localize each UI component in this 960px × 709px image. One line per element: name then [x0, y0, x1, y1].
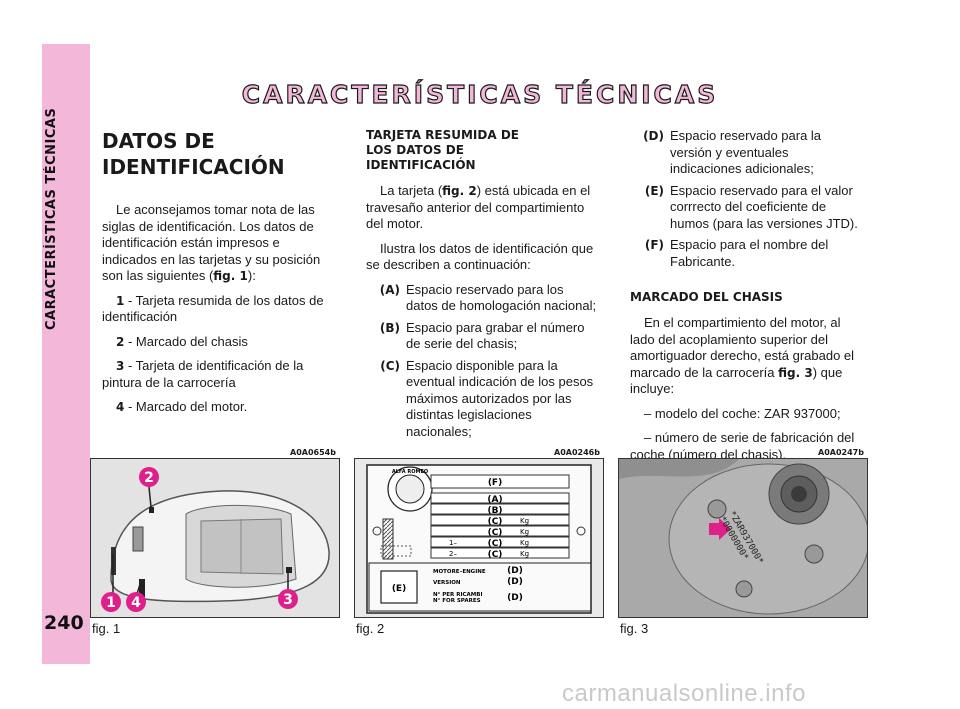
marker-4-circle: [126, 592, 146, 612]
figure-3-chassis-marking: *ZAR937000* *0000000*: [618, 458, 868, 618]
marker-2-label: 2: [144, 470, 154, 486]
marker-1-label: 1: [106, 595, 116, 611]
svg-text:(D): (D): [507, 577, 523, 587]
figure-code: A0A0247b: [818, 448, 864, 457]
marker-3-circle: [278, 589, 298, 609]
chassis-paragraph: En el compartimiento del motor, al lado …: [630, 315, 855, 396]
list-item: 3 - Tarjeta de identificación de la pint…: [102, 358, 304, 390]
list-item: 4 - Marcado del motor.: [116, 399, 248, 414]
svg-text:(D): (D): [507, 566, 523, 576]
figure-1-car-diagram: 2 1 4 3: [90, 458, 340, 618]
svg-text:Kg: Kg: [520, 517, 529, 525]
svg-text:(F): (F): [488, 478, 502, 488]
intro-paragraph: Le aconsejamos tomar nota de las siglas …: [102, 202, 321, 283]
fig-ref: fig. 2: [442, 184, 477, 198]
identification-plate-illustration: ALFA ROMEO (F) (A) (B) (C) (C) (C) (C) K…: [366, 464, 592, 614]
svg-text:(C): (C): [488, 550, 503, 560]
list-item: 2 - Marcado del chasis: [116, 333, 248, 349]
column-chassis: (D)Espacio reservado para la versión y e…: [630, 128, 862, 471]
list-item: (F)Espacio para el nombre del Fabricante…: [644, 237, 829, 269]
svg-text:(C): (C): [488, 539, 503, 549]
svg-text:N° FOR SPARES: N° FOR SPARES: [433, 598, 481, 604]
section-heading-identification: DATOS DE IDENTIFICACIÓN: [102, 129, 285, 179]
svg-text:N° PER RICAMBI: N° PER RICAMBI: [433, 592, 483, 598]
figure-caption: fig. 3: [620, 621, 649, 636]
marker-2-circle: [139, 467, 159, 487]
plate-paragraph: La tarjeta (fig. 2) está ubicada en el t…: [366, 183, 591, 231]
svg-text:(B): (B): [487, 506, 502, 516]
list-item: (B)Espacio para grabar el número de seri…: [379, 319, 585, 352]
figure-caption: fig. 1: [92, 621, 121, 636]
svg-text:(D): (D): [507, 593, 523, 603]
sidebar-band: [42, 44, 90, 664]
svg-text:(A): (A): [487, 495, 502, 505]
fig-ref: fig. 1: [213, 269, 248, 283]
list-item: 1 - Tarjeta resumida de los datos de ide…: [102, 292, 324, 325]
list-item: (D)Espacio reservado para la versión y e…: [643, 128, 822, 176]
svg-text:(E): (E): [392, 584, 406, 594]
svg-text:Kg: Kg: [520, 550, 529, 558]
svg-text:Kg: Kg: [520, 528, 529, 536]
page-number: 240: [44, 612, 84, 634]
marker-3-label: 3: [283, 592, 293, 608]
figure-code: A0A0246b: [554, 448, 600, 457]
car-top-view-illustration: 2 1 4 3: [91, 459, 339, 617]
svg-text:VERSION: VERSION: [433, 580, 461, 586]
chassis-paragraph: – modelo del coche: ZAR 937000;: [644, 405, 841, 421]
figure-code: A0A0654b: [290, 448, 336, 457]
svg-text:2–: 2–: [449, 550, 457, 558]
svg-text:1–: 1–: [449, 539, 457, 547]
page-title: CARACTERÍSTICAS TÉCNICAS: [241, 79, 719, 109]
marker-1-circle: [101, 592, 121, 612]
chassis-marking-illustration: *ZAR937000* *0000000*: [619, 459, 867, 617]
section-heading-chassis: MARCADO DEL CHASIS: [630, 290, 783, 304]
figure-caption: fig. 2: [356, 621, 385, 636]
watermark: carmanualsonline.info: [562, 680, 806, 707]
svg-text:Kg: Kg: [520, 539, 529, 547]
sidebar-label: CARACTERÍSTICAS TÉCNICAS: [44, 107, 59, 330]
svg-text:(C): (C): [488, 517, 503, 527]
svg-text:ALFA ROMEO: ALFA ROMEO: [392, 469, 428, 475]
list-item: (E)Espacio reservado para el valor corrr…: [644, 182, 858, 231]
plate-paragraph: Ilustra los datos de identificación que …: [366, 240, 594, 273]
marker-4-label: 4: [131, 595, 141, 611]
list-item: (C)Espacio disponible para la eventual i…: [380, 357, 594, 439]
chassis-paragraph: – número de serie de fabricación del coc…: [630, 430, 855, 462]
section-heading-plate: TARJETA RESUMIDA DE LOS DATOS DE IDENTIF…: [366, 128, 519, 172]
column-plate: TARJETA RESUMIDA DE LOS DATOS DE IDENTIF…: [366, 128, 598, 445]
list-item: (A)Espacio reservado para los datos de h…: [379, 281, 597, 314]
fig-ref: fig. 3: [778, 365, 813, 380]
arrow-icon: [709, 518, 731, 540]
svg-text:MOTORE–ENGINE: MOTORE–ENGINE: [433, 569, 486, 575]
figure-2-plate: ALFA ROMEO (F) (A) (B) (C) (C) (C) (C) K…: [354, 458, 604, 618]
svg-text:(C): (C): [488, 528, 503, 538]
column-identification: DATOS DE IDENTIFICACIÓN Le aconsejamos t…: [102, 128, 334, 424]
